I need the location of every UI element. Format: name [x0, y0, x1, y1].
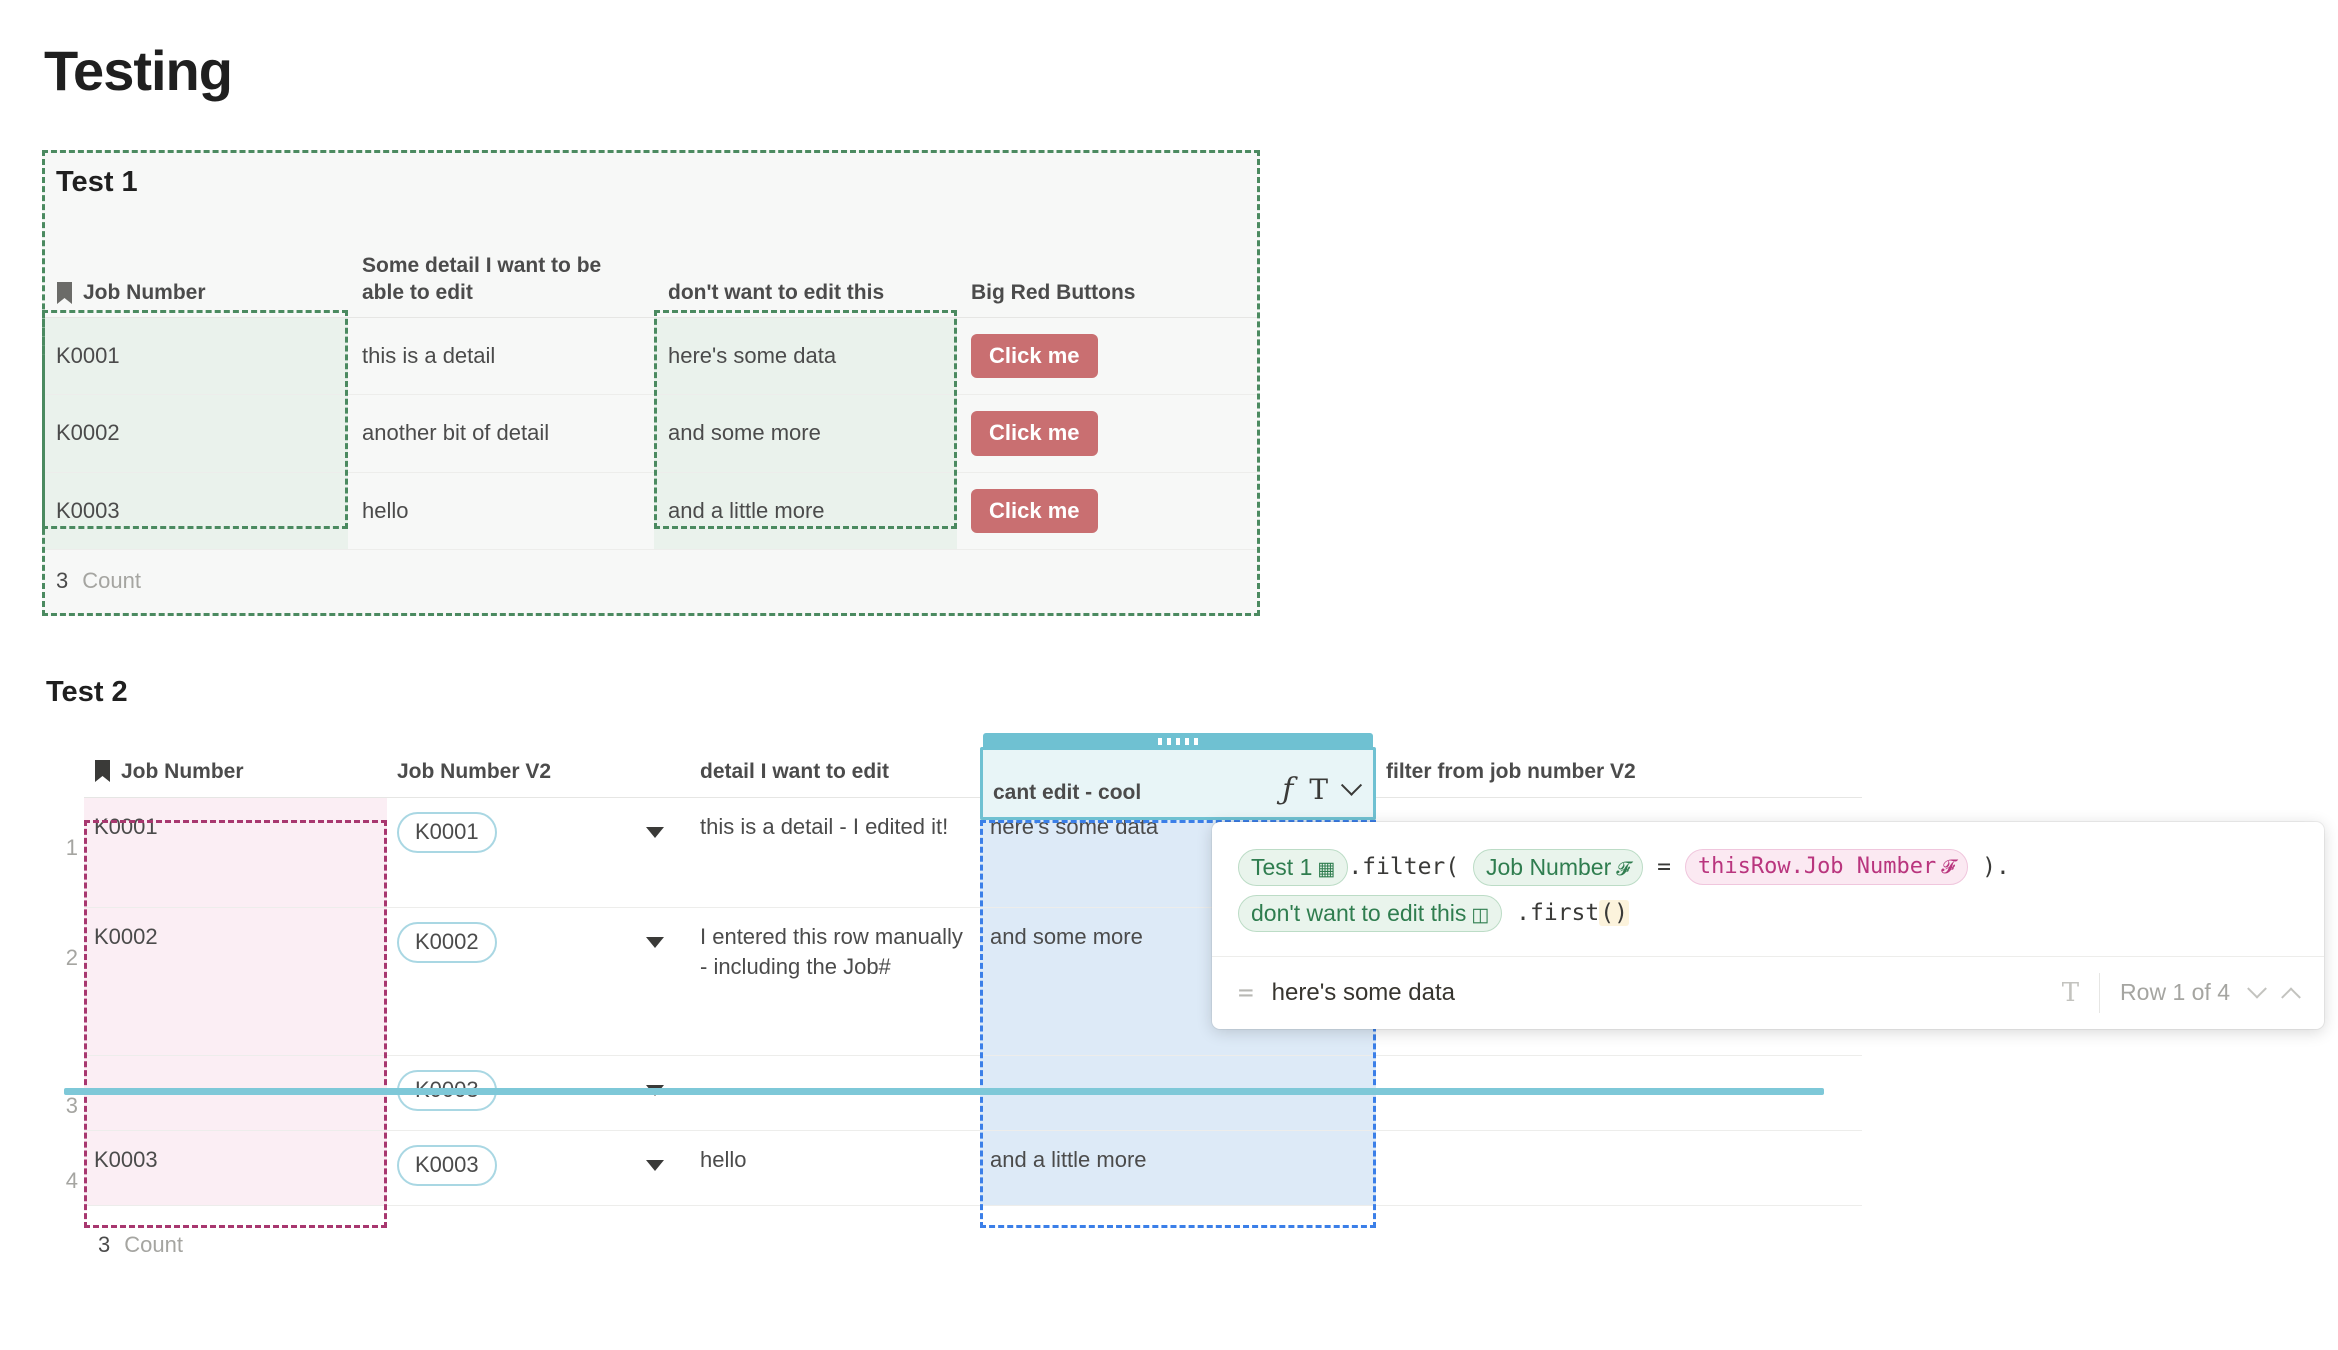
cell-dont-edit[interactable]: here's some data — [654, 317, 957, 396]
formula-first-parens: () — [1599, 899, 1629, 926]
test2-footer-count[interactable]: 3 Count — [44, 1206, 2294, 1258]
test1-footer-count[interactable]: 3 Count — [42, 550, 1260, 616]
table-row[interactable]: K0003 K0003 hello and a little more — [84, 1130, 1862, 1207]
cell-job-number-v2[interactable]: K0002 — [387, 907, 690, 1057]
page-root: Testing Test 1 Job Number — [42, 39, 2324, 1259]
fx-icon[interactable]: ƒ — [1282, 771, 1294, 807]
test1-col-dont-edit[interactable]: don't want to edit this — [654, 201, 957, 318]
row-pagination-label: Row 1 of 4 — [2120, 979, 2230, 1006]
result-value: here's some data — [1271, 978, 1456, 1006]
click-me-button[interactable]: Click me — [971, 333, 1098, 379]
click-me-button[interactable]: Click me — [971, 411, 1098, 456]
test2-header-row: Job Number Job Number V2 detail I want t… — [84, 729, 1862, 799]
chevron-up-icon[interactable] — [2281, 986, 2301, 1007]
cell-detail[interactable]: I entered this row manually - including … — [690, 907, 980, 1057]
formula-result-bar: = here's some data T Row 1 of 4 — [1212, 955, 2324, 1029]
cell-job-number-v2[interactable]: K0003 — [387, 1130, 690, 1207]
cell-job-number[interactable]: K0002 — [84, 907, 387, 1057]
cell-job-number-v2[interactable]: K0001 — [387, 797, 690, 909]
test1-header-row: Job Number Some detail I want to be able… — [42, 201, 1260, 318]
table-row[interactable]: K0001 this is a detail here's some data … — [42, 317, 1260, 396]
chevron-down-icon[interactable] — [646, 936, 664, 948]
test1-count-label: Count — [82, 567, 141, 593]
chevron-down-icon[interactable] — [646, 826, 664, 838]
test1-col-some-detail[interactable]: Some detail I want to be able to edit — [348, 201, 654, 318]
text-type-icon: 𝓕 — [1616, 858, 1631, 880]
cant-edit-column-label: cant edit - cool — [993, 780, 1142, 804]
select-chip[interactable]: K0003 — [397, 1145, 497, 1186]
test2-col-filter[interactable]: filter from job number V2 — [1376, 729, 1862, 799]
cell-job-number[interactable]: K0003 — [42, 472, 348, 550]
cell-job-number[interactable]: K0001 — [42, 317, 348, 396]
row-number: 1 — [65, 834, 78, 860]
formula-close-paren: ). — [1982, 853, 2010, 880]
text-type-icon: 𝓕 — [1941, 856, 1956, 879]
test2-section: Job Number Job Number V2 detail I want t… — [44, 729, 2324, 1259]
cell-button: Click me — [957, 317, 1260, 396]
cell-button: Click me — [957, 472, 1260, 550]
select-chip[interactable]: K0001 — [397, 812, 497, 853]
text-type-icon[interactable]: T — [1309, 772, 1328, 806]
formula-filter-call: .filter( — [1348, 853, 1460, 880]
divider — [2099, 972, 2101, 1013]
test2-count-value: 3 — [98, 1232, 111, 1258]
cell-detail[interactable]: this is a detail - I edited it! — [690, 797, 980, 909]
test2-title: Test 2 — [46, 675, 128, 708]
cell-detail[interactable]: hello — [690, 1130, 980, 1207]
click-me-button[interactable]: Click me — [971, 488, 1098, 533]
row-number: 3 — [65, 1092, 78, 1118]
test1-body: K0001 this is a detail here's some data … — [42, 317, 1260, 550]
cell-job-number[interactable]: K0003 — [84, 1130, 387, 1207]
select-chip[interactable]: K0002 — [397, 922, 497, 963]
test2-col-job-number-v2[interactable]: Job Number V2 — [387, 729, 690, 799]
page-title: Testing — [44, 39, 233, 102]
test1-section: Test 1 Job Number Some detail I wan — [42, 149, 1260, 616]
test1-title: Test 1 — [56, 165, 138, 198]
test1-col-job-number-label: Job Number — [83, 280, 206, 304]
test1-col-big-red-buttons[interactable]: Big Red Buttons — [957, 201, 1260, 318]
table-row[interactable]: K0002 another bit of detail and some mor… — [42, 394, 1260, 473]
column-drop-indicator — [64, 1087, 1824, 1095]
chevron-down-icon[interactable] — [646, 1159, 664, 1171]
text-type-icon: T — [2061, 977, 2080, 1008]
test2-count-label: Count — [124, 1232, 183, 1258]
test1-col-job-number[interactable]: Job Number — [42, 201, 348, 318]
test1-table: Job Number Some detail I want to be able… — [42, 201, 1260, 550]
test1-count-value: 3 — [56, 567, 69, 593]
test2-col-job-number[interactable]: Job Number — [84, 729, 387, 799]
cell-job-number[interactable]: K0001 — [84, 797, 387, 909]
cell-some-detail[interactable]: hello — [348, 472, 654, 550]
cell-dont-edit[interactable]: and a little more — [654, 472, 957, 550]
cell-some-detail[interactable]: another bit of detail — [348, 394, 654, 473]
formula-token-table[interactable]: Test 1▦ — [1238, 848, 1349, 886]
table-icon: ▦ — [1317, 858, 1336, 880]
bookmark-icon — [94, 759, 111, 783]
cell-cant-edit[interactable]: and a little more — [980, 1130, 1376, 1207]
formula-equals: = — [1657, 853, 1671, 880]
formula-first-call: .first — [1516, 899, 1600, 926]
table-row[interactable]: K0003 hello and a little more Click me — [42, 472, 1260, 550]
chevron-down-icon[interactable] — [2247, 978, 2267, 999]
cell-some-detail[interactable]: this is a detail — [348, 317, 654, 396]
test2-col-detail[interactable]: detail I want to edit — [690, 729, 980, 799]
cell-button: Click me — [957, 394, 1260, 473]
cant-edit-column-header-selected[interactable]: cant edit - cool ƒ T — [980, 732, 1376, 820]
cell-job-number[interactable]: K0002 — [42, 394, 348, 473]
result-equals-sign: = — [1238, 977, 1254, 1008]
test2-col-job-number-label: Job Number — [121, 759, 244, 783]
row-number: 4 — [65, 1167, 78, 1193]
column-drag-handle[interactable] — [983, 732, 1373, 750]
bookmark-icon — [56, 281, 73, 305]
chevron-down-icon[interactable] — [1340, 774, 1363, 797]
row-number: 2 — [65, 944, 78, 970]
column-icon: ◫ — [1471, 904, 1490, 926]
cell-filter[interactable] — [1376, 1130, 1862, 1207]
formula-token-column2[interactable]: don't want to edit this◫ — [1238, 894, 1503, 932]
cell-dont-edit[interactable]: and some more — [654, 394, 957, 473]
